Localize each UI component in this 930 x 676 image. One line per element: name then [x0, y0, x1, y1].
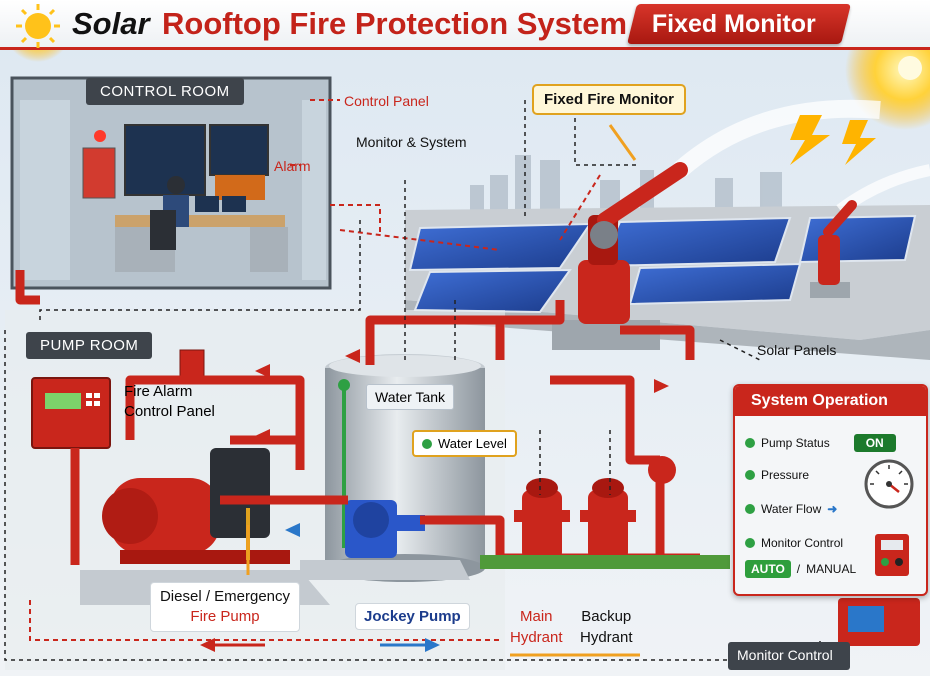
pressure-row: Pressure	[745, 468, 809, 482]
pump-status-row: Pump Status ON	[745, 434, 896, 452]
system-operation-panel: System Operation Pump Status ON Pressure…	[733, 384, 928, 596]
pump-room-tag: PUMP ROOM	[26, 332, 153, 359]
water-level-indicator-icon	[422, 438, 432, 449]
control-panel-label: Control Panel	[344, 93, 429, 109]
jockey-pump-label: Jockey Pump	[355, 603, 470, 630]
pump-status-badge: ON	[853, 434, 896, 452]
mode-switch[interactable]: AUTO / MANUAL	[745, 560, 856, 578]
backup-hydrant-label: Backup Hydrant	[580, 608, 633, 646]
solar-panel-array	[408, 214, 917, 314]
page-title: Rooftop Fire Protection System –	[162, 6, 653, 41]
alarm-label: Alarm	[274, 158, 311, 174]
flow-arrow-icon: ➜	[827, 502, 838, 516]
control-room-illustration	[10, 76, 332, 290]
status-dot-icon	[745, 470, 755, 480]
water-flow-row: Water Flow ➜	[745, 502, 837, 516]
manual-mode-button[interactable]: MANUAL	[806, 562, 857, 576]
fixed-fire-monitor-unit	[552, 162, 688, 350]
backup-hydrant-unit	[580, 478, 636, 560]
monitor-system-label: Monitor & System	[356, 134, 467, 150]
system-operation-title: System Operation	[735, 386, 926, 416]
diesel-fire-pump-label: Diesel / Emergency Fire Pump	[150, 582, 300, 632]
control-box-icon	[875, 534, 909, 576]
fixed-fire-monitor-callout: Fixed Fire Monitor	[532, 84, 687, 115]
fire-alarm-control-panel-label: Fire Alarm Control Panel	[124, 383, 215, 420]
solar-panels-label: Solar Panels	[757, 342, 837, 358]
water-tank-label: Water Tank	[366, 384, 455, 410]
status-dot-icon	[745, 438, 755, 448]
main-hydrant-label: Main Hydrant	[510, 608, 563, 646]
signal-lines	[29, 99, 601, 641]
title-solar-word: Solar	[72, 6, 150, 41]
status-dot-icon	[745, 538, 755, 548]
sun-logo-icon	[16, 4, 60, 48]
title-tag-badge: Fixed Monitor	[627, 4, 851, 44]
lightning-icon	[790, 115, 830, 165]
lightning-icon	[842, 120, 876, 165]
control-room-tag: CONTROL ROOM	[86, 78, 244, 105]
monitor-control-tag: Monitor Control	[728, 642, 850, 670]
fire-alarm-control-panel-unit	[31, 377, 111, 449]
jockey-pump-unit	[345, 500, 425, 558]
status-dot-icon	[745, 504, 755, 514]
monitor-control-row: Monitor Control	[745, 536, 843, 550]
pressure-gauge-icon	[864, 459, 914, 509]
diesel-fire-pump-unit	[102, 448, 290, 564]
main-hydrant-unit	[514, 478, 570, 560]
secondary-fire-monitor-unit	[810, 200, 857, 298]
auto-mode-button[interactable]: AUTO	[745, 560, 791, 578]
water-level-label: Water Level	[412, 430, 517, 457]
